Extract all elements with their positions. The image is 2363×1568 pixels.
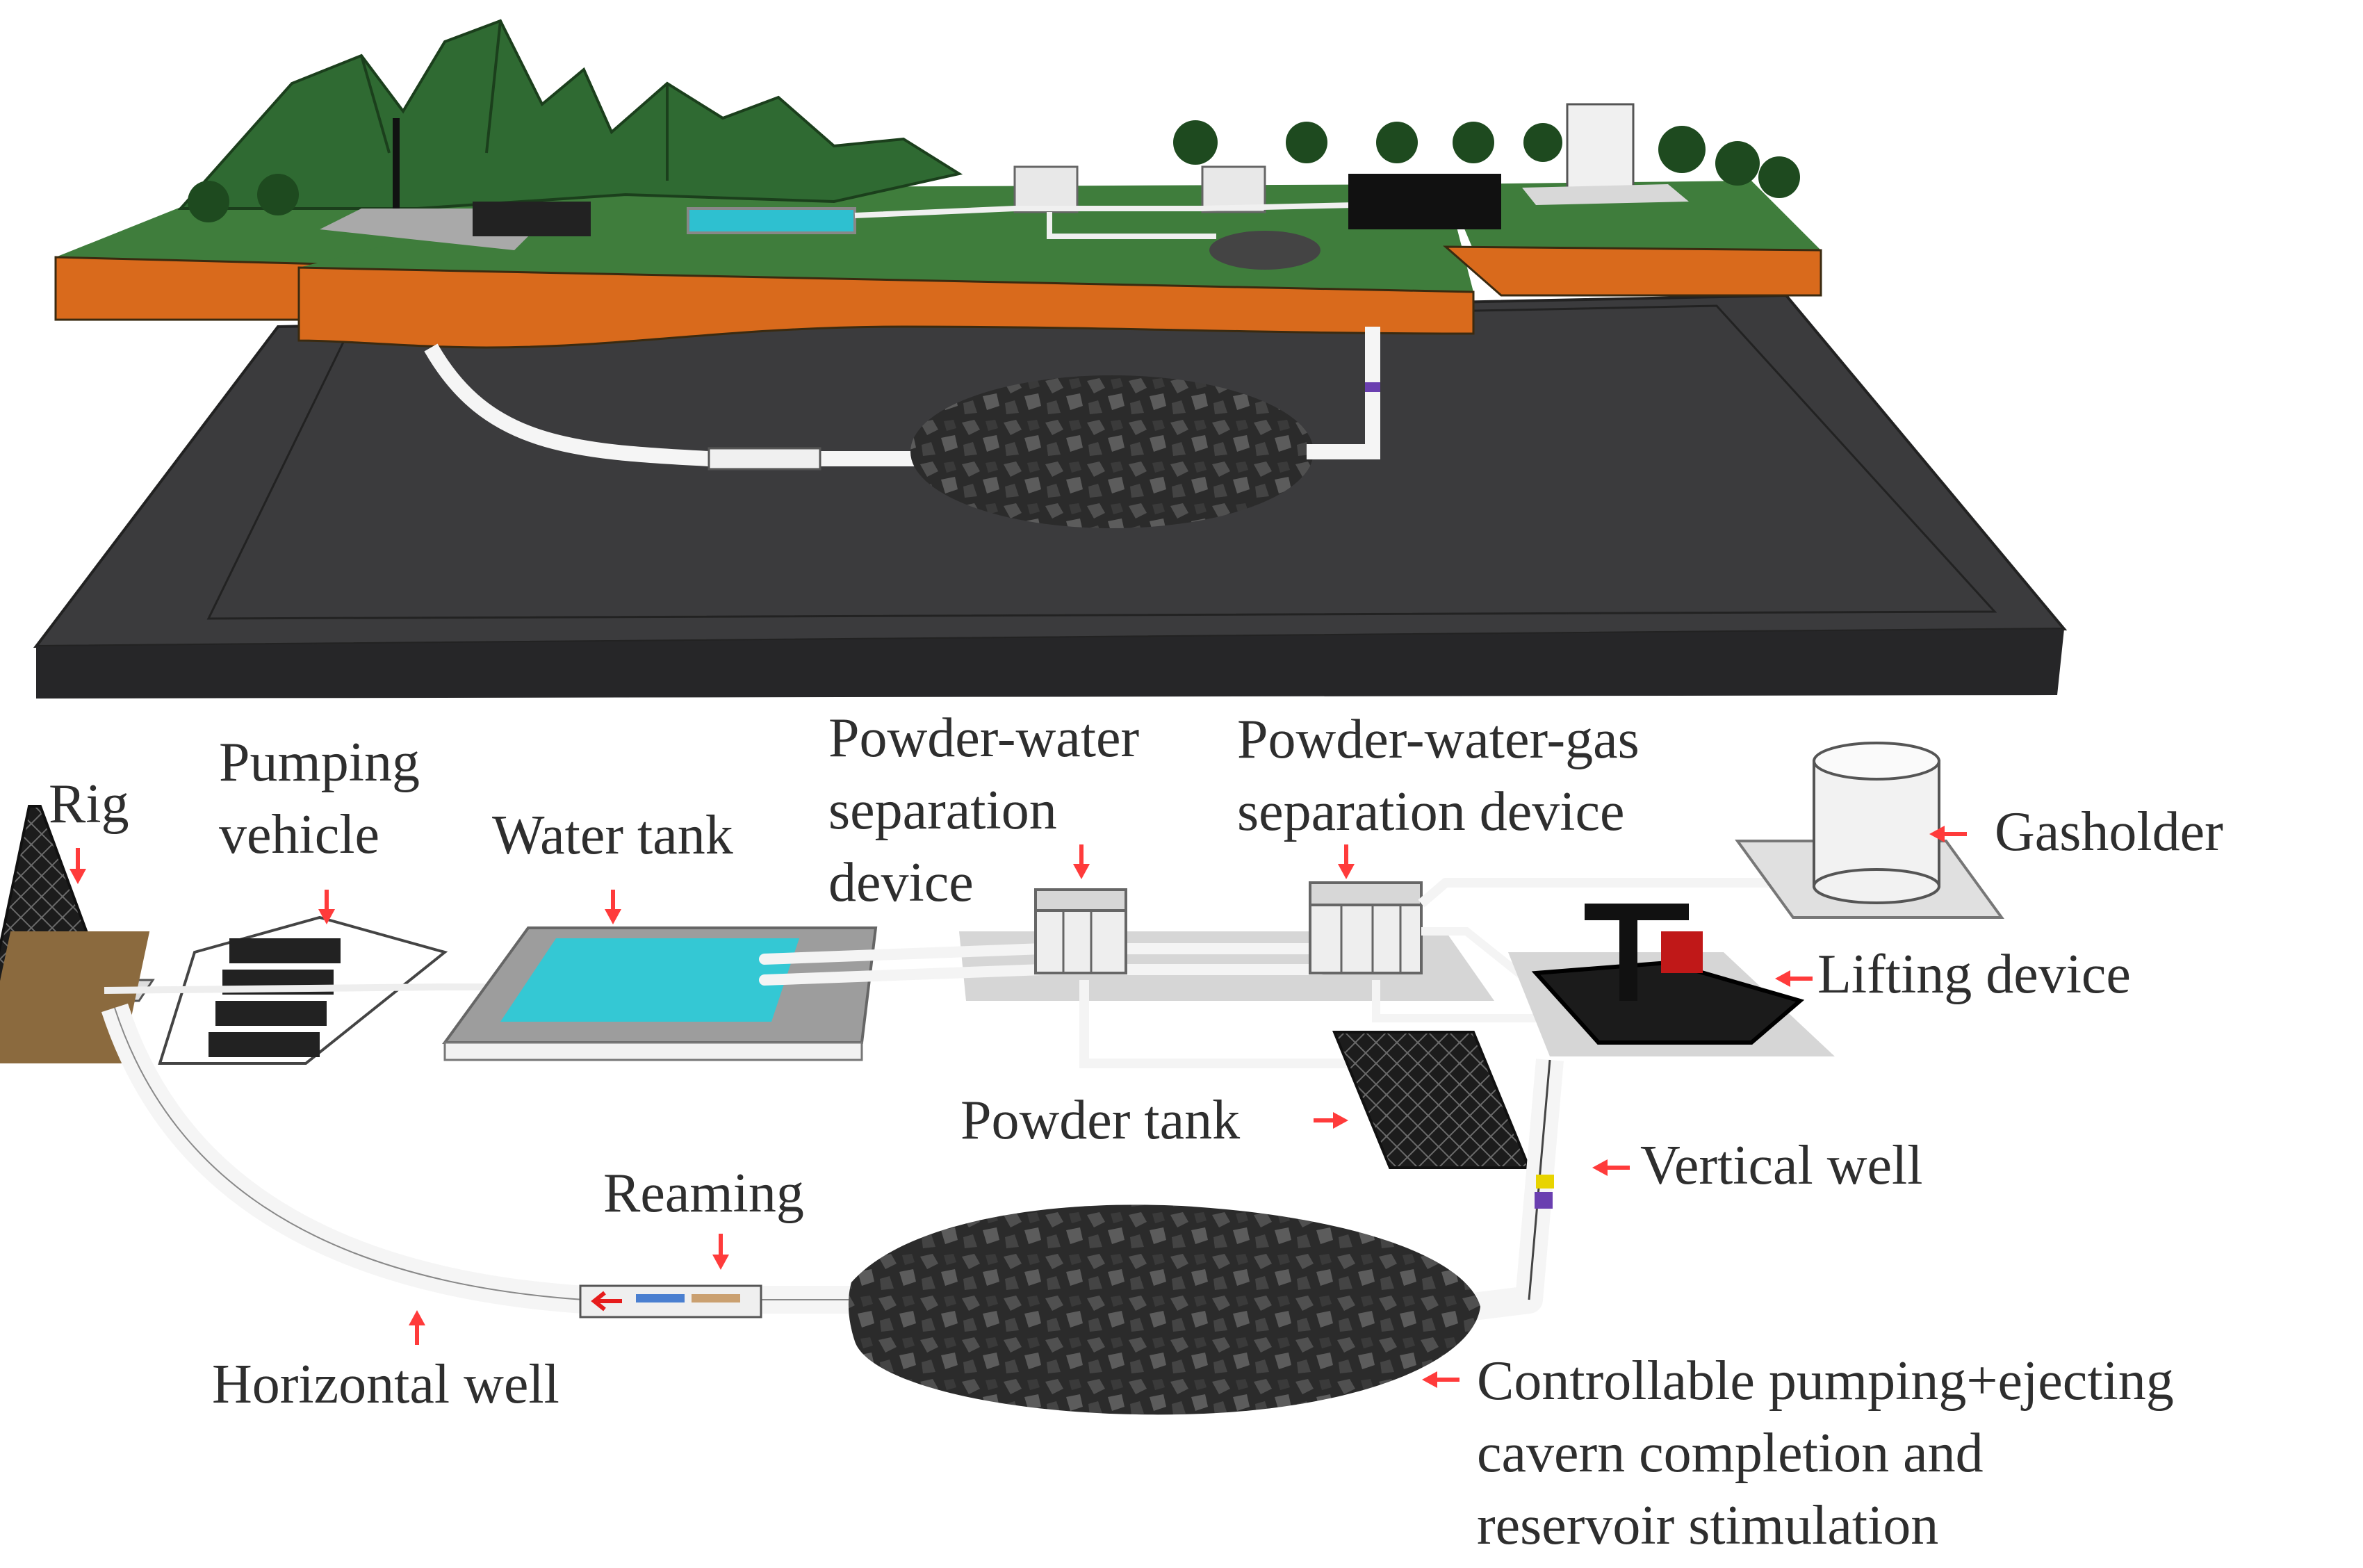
soil-layer-main bbox=[297, 266, 1475, 349]
powder-water-gas-separation-device-icon bbox=[1309, 881, 1423, 974]
arrow-pumping-vehicle bbox=[318, 890, 335, 924]
powder-tank-top bbox=[1209, 231, 1320, 270]
label-cavern-completion-line-2: cavern completion and bbox=[1477, 1423, 1984, 1484]
label-powder-water-separation-line-2: separation bbox=[828, 780, 1057, 841]
gasholder-icon bbox=[1735, 742, 2004, 919]
soil-layer-left bbox=[54, 256, 328, 321]
pumping-vehicles-top bbox=[473, 202, 591, 236]
label-reaming: Reaming bbox=[603, 1163, 804, 1224]
horizontal-well-top bbox=[424, 343, 924, 466]
label-rig: Rig bbox=[49, 774, 129, 835]
label-lifting-device: Lifting device bbox=[1817, 944, 2131, 1005]
water-tank-icon bbox=[442, 926, 878, 1061]
cavern-icon bbox=[848, 1204, 1480, 1415]
arrow-reaming bbox=[712, 1234, 729, 1270]
lifting-device-icon bbox=[1508, 904, 1835, 1056]
label-pumping-vehicle-line-1: Pumping bbox=[219, 732, 420, 793]
vertical-well-icon bbox=[1471, 1059, 1564, 1321]
arrow-separation-1 bbox=[1073, 844, 1090, 879]
lifting-device-top bbox=[1348, 174, 1501, 229]
arrow-water-tank bbox=[605, 890, 621, 924]
arrow-lifting-device bbox=[1775, 970, 1813, 987]
coal-seam-front bbox=[36, 629, 2064, 699]
reaming-tool-top bbox=[708, 447, 821, 471]
gasholder-top bbox=[1566, 103, 1635, 189]
arrow-vertical-well bbox=[1592, 1159, 1630, 1176]
arrow-gasholder bbox=[1929, 826, 1967, 842]
label-powder-water-separation-line-3: device bbox=[828, 852, 974, 913]
separation-unit-top-2 bbox=[1201, 165, 1266, 213]
soil-layer-right bbox=[1442, 245, 1822, 297]
label-vertical-well: Vertical well bbox=[1640, 1135, 1923, 1196]
tree-row bbox=[188, 120, 1800, 222]
reaming-tool-icon bbox=[579, 1284, 762, 1318]
label-horizontal-well: Horizontal well bbox=[212, 1354, 559, 1415]
label-powder-water-gas-separation-line-1: Powder-water-gas bbox=[1237, 709, 1640, 770]
3d-site-model bbox=[33, 19, 2068, 699]
label-water-tank: Water tank bbox=[492, 805, 733, 866]
indicator-arrows bbox=[70, 826, 1967, 1388]
powder-tank-icon bbox=[1332, 1031, 1531, 1169]
arrow-rig bbox=[70, 848, 86, 884]
cavern-top bbox=[910, 375, 1314, 528]
label-powder-tank: Powder tank bbox=[960, 1090, 1241, 1151]
horizontal-well-icon bbox=[101, 1003, 924, 1314]
process-flow bbox=[0, 742, 2004, 1415]
arrow-cavern bbox=[1422, 1371, 1460, 1388]
label-powder-water-separation: Powder-water separation device bbox=[828, 702, 1139, 919]
powder-water-separation-device-icon bbox=[1034, 888, 1127, 974]
water-tank-top bbox=[687, 207, 856, 234]
arrow-horizontal-well bbox=[409, 1310, 425, 1345]
label-cavern-completion: Controllable pumping+ejecting cavern com… bbox=[1477, 1345, 2174, 1562]
separation-unit-top-1 bbox=[1013, 165, 1079, 213]
arrow-separation-2 bbox=[1338, 844, 1355, 879]
label-powder-water-gas-separation-line-2: separation device bbox=[1237, 781, 1625, 842]
label-powder-water-separation-line-1: Powder-water bbox=[828, 708, 1140, 769]
label-powder-water-gas-separation: Powder-water-gas separation device bbox=[1237, 703, 1640, 848]
label-pumping-vehicle: Pumping vehicle bbox=[219, 726, 420, 871]
label-cavern-completion-line-3: reservoir stimulation bbox=[1477, 1495, 1939, 1556]
label-cavern-completion-line-1: Controllable pumping+ejecting bbox=[1477, 1350, 2174, 1412]
mountain-range bbox=[177, 19, 963, 210]
label-pumping-vehicle-line-2: vehicle bbox=[219, 804, 379, 865]
arrow-powder-tank bbox=[1314, 1112, 1348, 1129]
label-gasholder: Gasholder bbox=[1995, 801, 2223, 863]
